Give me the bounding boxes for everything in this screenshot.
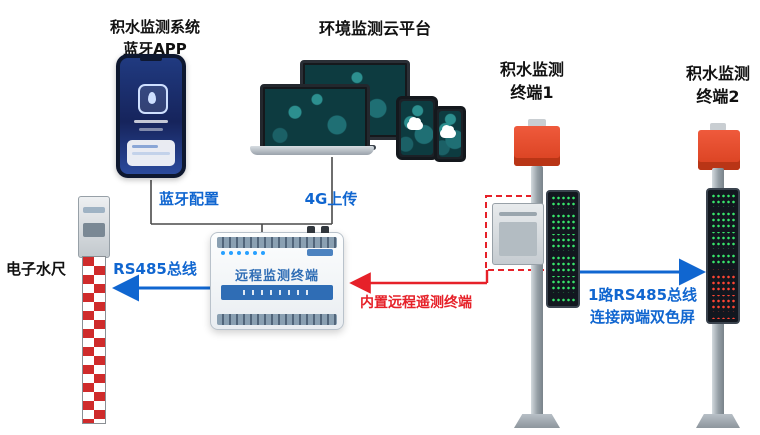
terminal2-label: 积水监测 终端2 [685,64,750,106]
rtu-blue-band [221,285,333,300]
cloud-icon [407,117,423,130]
bluetooth-config-label: 蓝牙配置 [158,190,219,208]
dual-screen-bus-label: 1路RS485总线 连接两端双色屏 [587,286,698,326]
terminal1-base [514,414,560,428]
terminal2-led-screen [706,188,740,324]
cloud-platform-label: 环境监测云平台 [318,19,431,38]
terminal1-label: 积水监测 终端1 [499,60,564,102]
bluetooth-app-phone [116,54,186,178]
laptop-base [250,146,374,155]
rtu-device: 远程监测终端 [210,226,344,330]
builtin-telemetry-label: 内置远程遥测终端 [360,295,472,311]
electronic-water-ruler [82,256,106,424]
terminal2-alarm-head [698,130,740,170]
antenna-connector [307,226,315,233]
terminal1-cap [528,119,546,127]
rs485-bus-label: RS485总线 [113,260,197,278]
cloud-laptop [260,84,370,152]
antenna-connector [321,226,329,233]
ruler-scale [83,257,94,423]
terminal2-base [696,414,740,428]
terminal1-control-box [492,203,544,265]
bluetooth-app-label: 积水监测系统 蓝牙APP [109,18,200,58]
water-ruler-sensor [78,196,110,258]
water-app-icon [138,84,168,114]
upload-4g-label: 4G上传 [304,190,358,208]
cloud-icon [440,125,456,138]
terminal-strip-top [217,237,337,248]
ruler-scale [94,257,105,423]
terminal-strip-bottom [217,314,337,325]
terminal1-alarm-head [514,126,560,166]
rtu-label: 远程监测终端 [234,269,319,284]
rtu-logo [307,249,333,256]
terminal1-led-screen [546,190,580,308]
phone-screen [120,58,182,174]
cloud-phone [434,106,466,162]
cloud-tablet [396,96,438,160]
status-led-row [221,251,265,255]
water-ruler-label: 电子水尺 [5,260,66,278]
terminal2-cap [710,123,726,131]
